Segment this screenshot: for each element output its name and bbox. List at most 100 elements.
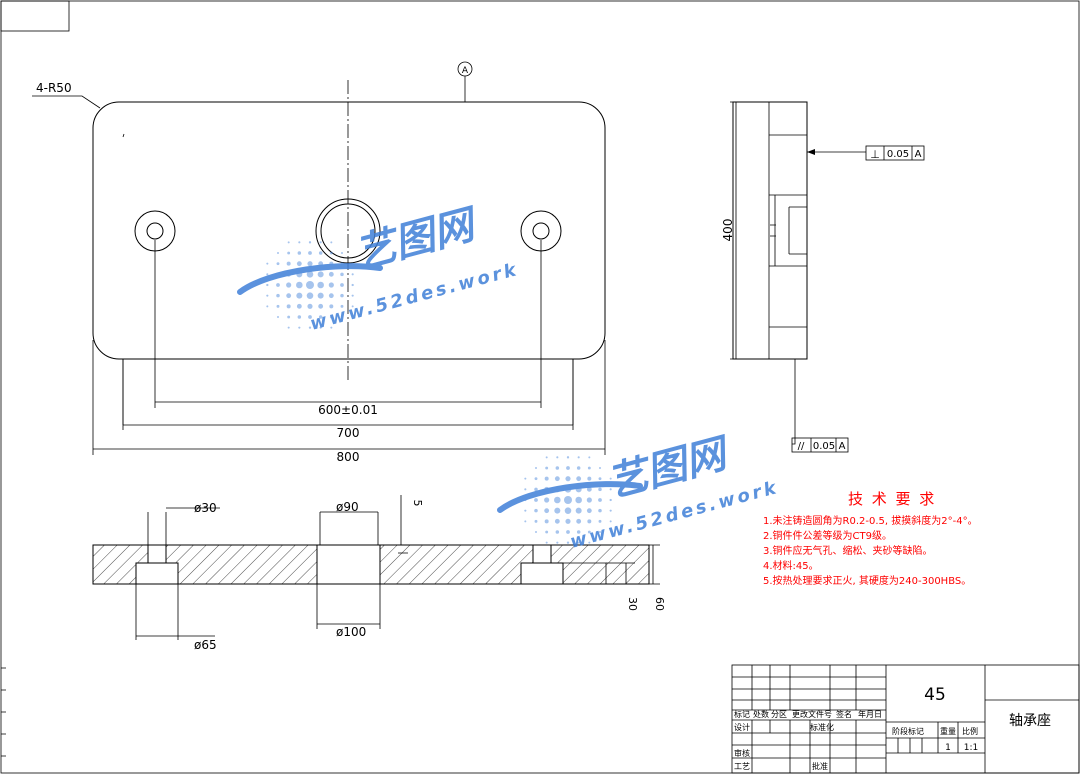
watermark-dot [544,519,549,524]
perp-value: 0.05 [887,149,909,160]
watermark-dot [554,507,561,514]
watermark-dot [328,271,334,277]
watermark-dot [340,272,344,277]
watermark-dot [296,292,303,299]
watermark-dot [287,251,291,255]
left-hole-inner [146,222,164,240]
par-leader [792,359,796,445]
center-bore [316,544,381,585]
watermark-dot [340,304,344,308]
left-bore-small [147,544,167,564]
watermark-dot [318,315,323,319]
tech-item-4: 4.材料:45。 [763,559,819,572]
watermark-dot [266,273,269,276]
perp-symbol: ⊥ [870,148,880,161]
watermark-dot [306,292,314,299]
tech-item-1: 1.未注铸造圆角为R0.2-0.5, 拔摸斜度为2°-4°。 [763,514,978,527]
watermark-dot [609,520,612,523]
watermark-dot [566,530,570,534]
dim-400-label: 400 [721,219,735,242]
watermark-dot [317,292,324,299]
watermark-dot [329,251,333,255]
watermark-dot [341,252,343,254]
watermark-dot [556,456,559,459]
watermark-dot [287,326,290,329]
watermark-dot [286,282,292,288]
tb-part-name: 轴承座 [1009,713,1051,729]
section-view: ø30 ø90 ø65 ø100 5 30 60 [92,495,666,652]
watermark-dot [340,283,344,287]
watermark-dot [544,476,549,481]
watermark-dot [524,477,527,480]
watermark-dot [524,509,527,512]
right-bore-small [532,544,552,564]
tb-design: 设计 [734,722,750,732]
title-grid-cols [751,665,857,773]
datum-a-label: A [462,66,469,76]
watermark-dot [587,476,592,481]
watermark-dot [576,518,582,524]
tech-item-3: 3.铜件应无气孔、缩松、夹砂等缺陷。 [763,544,933,557]
tech-item-5: 5.按热处理要求正火, 其硬度为240-300HBS。 [763,574,971,587]
watermark-dot [564,507,572,514]
watermark-dot [286,293,292,299]
watermark-dot [544,497,550,503]
watermark-dot [287,315,291,319]
tech-item-2: 2.铜件件公差等级为CT9级。 [763,529,892,542]
title-mid-grid [886,721,985,754]
watermark-dot [330,241,333,244]
watermark-dot [286,261,291,266]
watermark-dot [587,519,592,524]
watermark-dot [317,281,324,289]
tb-sign: 签名 [836,709,852,719]
tb-docno: 更改文件号 [792,709,832,719]
side-center-hole [769,194,807,267]
watermark-dot [308,315,312,319]
watermark-dot [609,498,612,502]
dim-600-lines [154,240,542,408]
tb-mark: 标记 [734,709,750,719]
watermark-dot [588,541,591,544]
corner-box [0,0,70,32]
watermark-dot [598,519,602,523]
tb-date: 年月日 [858,709,882,719]
watermark-dot [319,241,322,244]
dim-65-label: ø65 [194,638,217,652]
watermark-dot [524,488,527,491]
tb-scale-h: 比例 [962,726,978,736]
edge-ticks [1,667,6,757]
watermark-dot [318,251,323,255]
watermark-dot [307,303,313,309]
side-face-lines [769,134,807,328]
par-frame [791,437,849,453]
watermark-dot [276,304,280,308]
watermark-dot [330,326,333,329]
tb-weight: 重量 [940,726,956,736]
watermark-swoosh-1 [237,263,383,295]
watermark-dot [554,476,560,482]
watermark-dot [328,282,334,288]
watermark-dot [555,530,560,534]
watermark-dot [277,316,279,318]
watermark-dot [524,520,527,523]
watermark-dot [351,273,354,276]
tb-process: 工艺 [734,762,750,771]
watermark-dot [609,509,612,512]
watermark-dot [276,262,280,266]
dim-60-thick-label: 60 [653,597,666,611]
left-bore-large [135,562,179,585]
dim-700-lines [122,359,574,430]
watermark-dot [308,251,312,255]
watermark-dot [297,251,302,255]
dim-30-lines [147,507,220,545]
watermark-1: 艺图网 www.52des.work [237,201,521,335]
watermark-dot [556,541,559,544]
watermark-dot [599,467,601,469]
watermark-dot [534,477,538,481]
watermark-dot [576,466,581,470]
watermark-dot [341,316,343,318]
watermark-dot [534,519,538,523]
watermark-dot [534,498,538,502]
watermark-2: 艺图网 www.52des.work [497,430,781,553]
